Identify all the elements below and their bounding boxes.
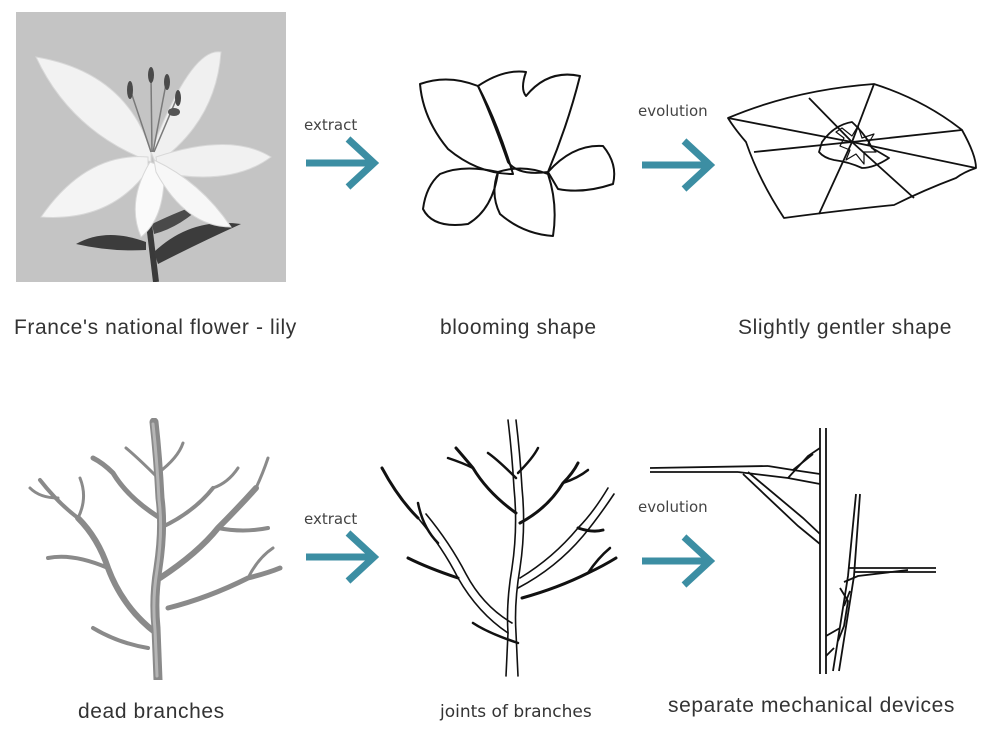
blooming-shape-graphic [419,70,616,237]
joints-of-branches-drawing [378,418,618,680]
mechanical-devices-graphic [649,428,936,674]
lily-photo-graphic [16,12,286,282]
gentler-shape-graphic [727,83,977,219]
right-arrow-icon [306,136,380,190]
extract-arrow-row1: extract [302,116,382,196]
caption-gentler-shape: Slightly gentler shape [738,316,952,339]
arrow-label-extract: extract [304,116,358,134]
right-arrow-icon [306,530,380,584]
extract-arrow-row2: extract [302,510,382,590]
mechanical-devices-drawing [648,426,948,676]
gentler-shape-drawing [724,80,980,230]
caption-joints-of-branches: joints of branches [440,702,592,722]
joints-of-branches-graphic [380,419,618,677]
evolution-arrow-row2: evolution [638,498,718,588]
right-arrow-icon [642,534,716,588]
caption-lily: France's national flower - lily [14,316,297,339]
arrow-label-evolution: evolution [638,102,708,120]
dead-branches-photo [18,418,288,680]
evolution-arrow-row1: evolution [638,102,718,192]
caption-blooming-shape: blooming shape [440,316,597,339]
lily-photo [16,12,286,282]
dead-branches-graphic [28,418,283,680]
right-arrow-icon [642,138,716,192]
arrow-label-evolution: evolution [638,498,708,516]
blooming-shape-drawing [408,64,628,244]
caption-mechanical-devices: separate mechanical devices [668,694,956,717]
caption-dead-branches: dead branches [78,700,225,723]
arrow-label-extract: extract [304,510,358,528]
